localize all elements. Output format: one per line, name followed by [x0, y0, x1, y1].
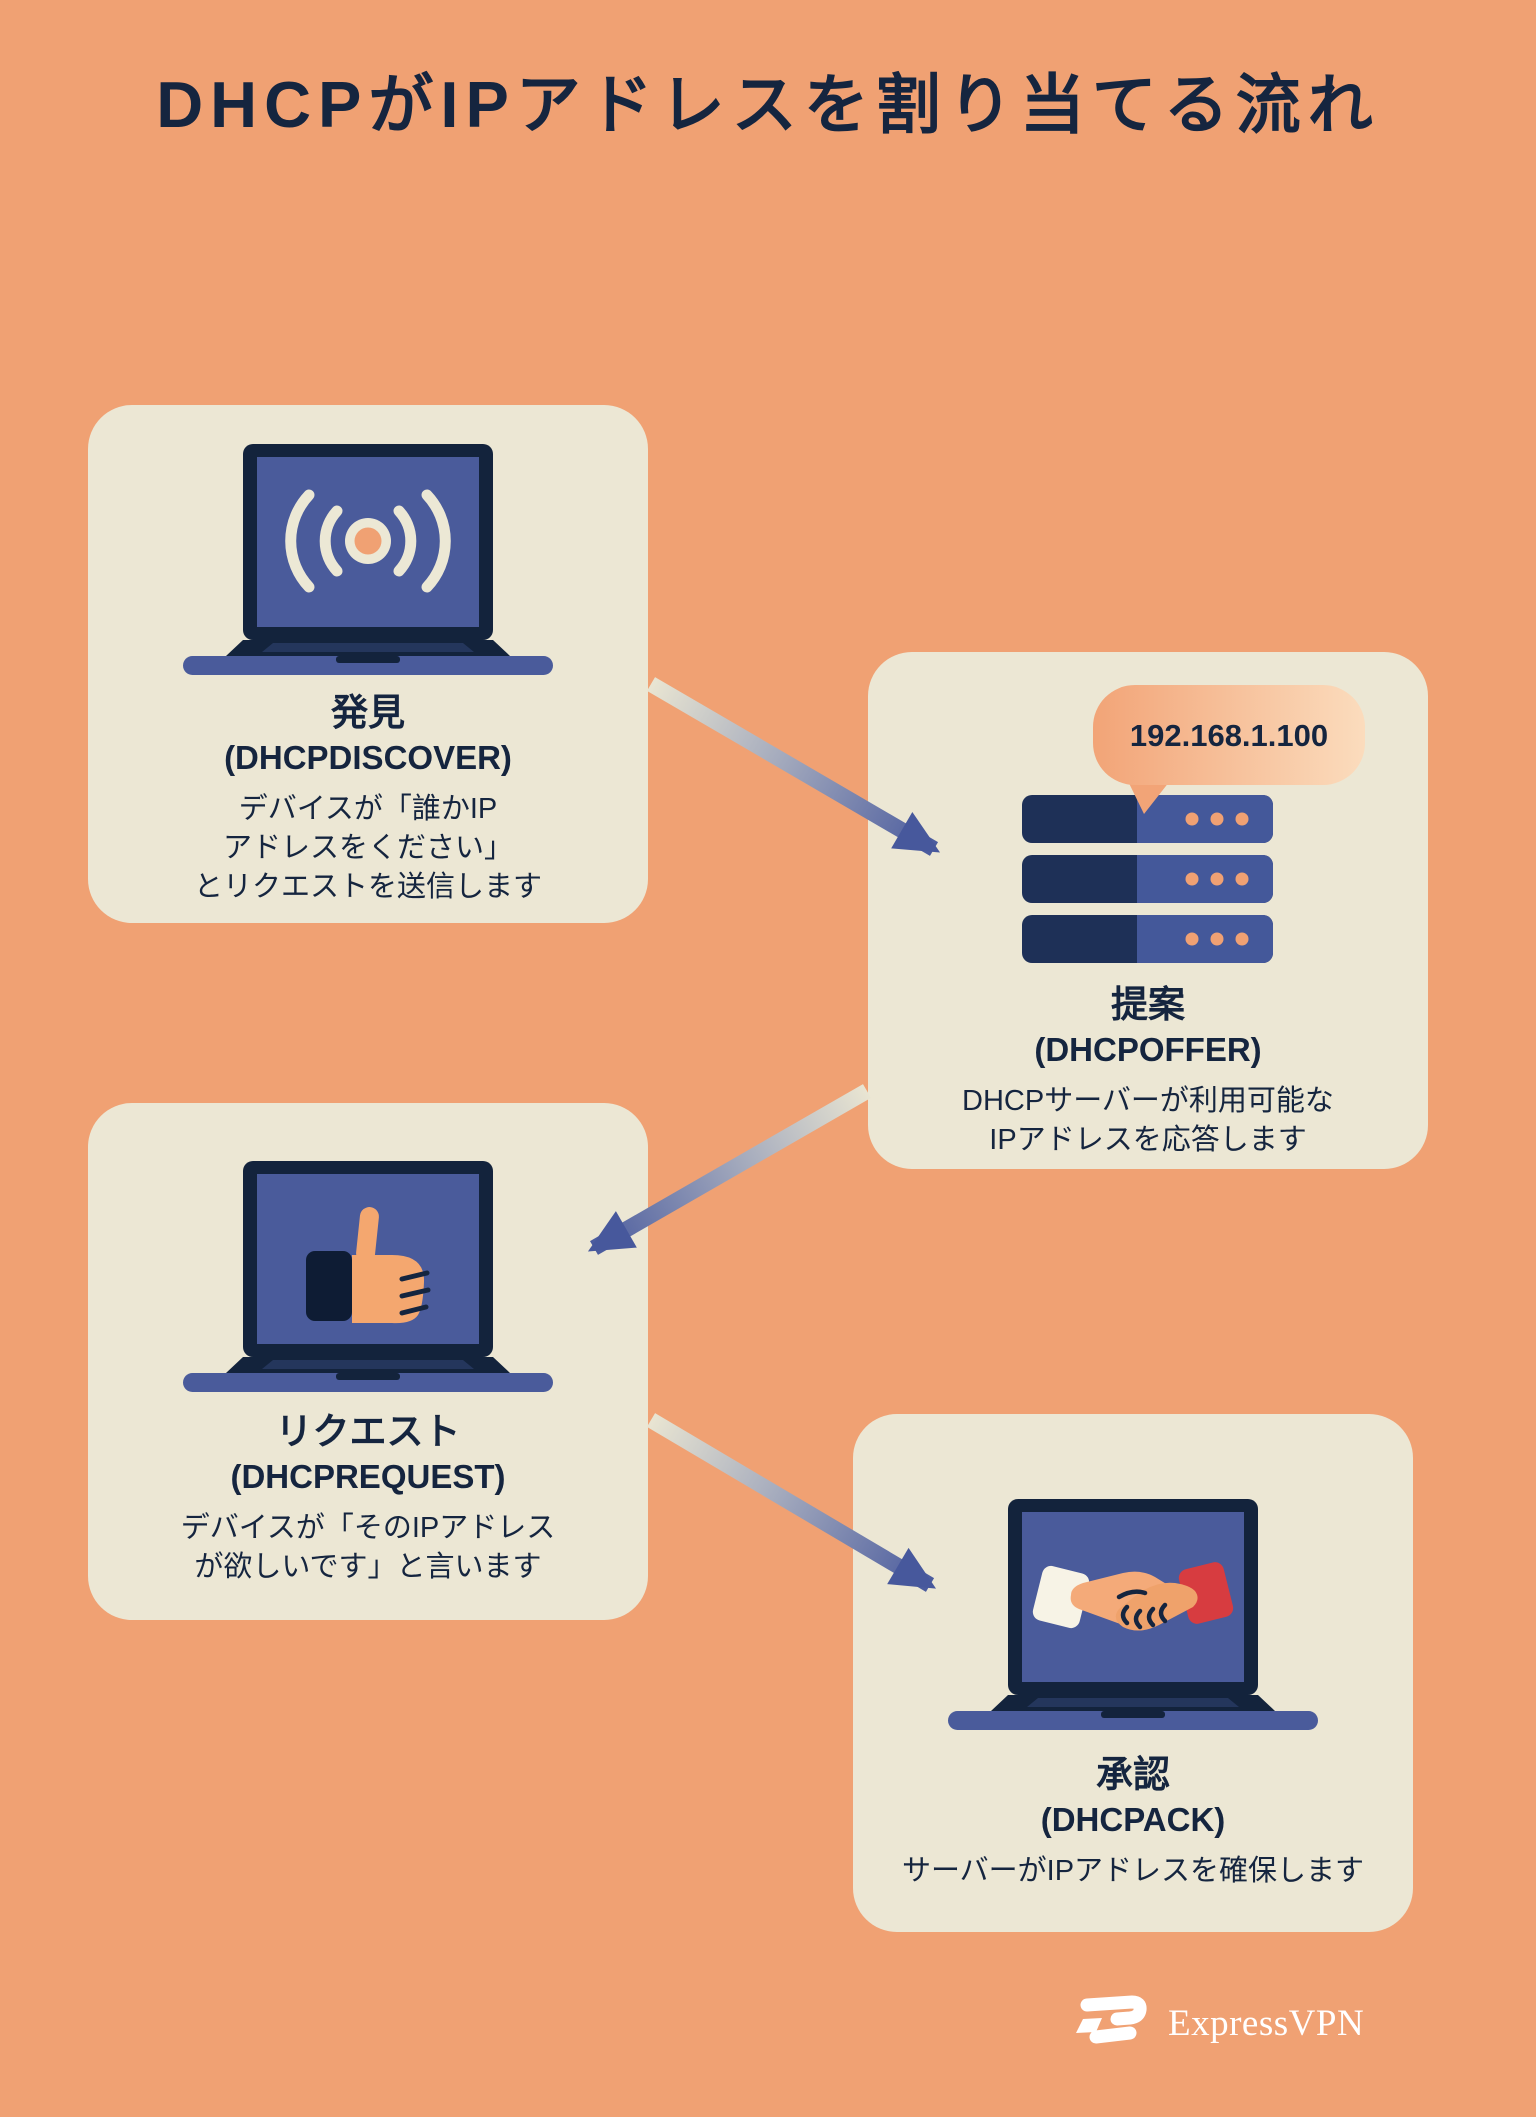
brand-name: ExpressVPN [1168, 2002, 1365, 2044]
handshake-icon [1032, 1562, 1234, 1631]
step-code: (DHCPACK) [1040, 1801, 1226, 1838]
page-title: DHCPがIPアドレスを割り当てる流れ [156, 68, 1380, 141]
step-code: (DHCPDISCOVER) [224, 739, 512, 776]
step-title: 承認 [1096, 1754, 1170, 1795]
step-text-request: リクエスト (DHCPREQUEST) デバイスが「そのIPアドレス が欲しいで… [108, 1409, 628, 1587]
step-code: (DHCPREQUEST) [230, 1458, 506, 1495]
wifi-signal-icon [285, 489, 451, 593]
dhcp-server-stack-icon: 192.168.1.100 [1022, 685, 1365, 963]
laptop-thumbs-up-icon [178, 1161, 558, 1401]
ip-speech-bubble: 192.168.1.100 [1093, 685, 1365, 814]
thumbs-up-icon [306, 1207, 431, 1324]
step-description: サーバーがIPアドレスを確保します [901, 1855, 1365, 1887]
step-title: 提案 [1111, 984, 1185, 1025]
server-rows [1022, 795, 1273, 963]
step-text-offer: 提案 (DHCPOFFER) DHCPサーバーが利用可能な IPアドレスを応答し… [888, 982, 1408, 1160]
step-title: リクエスト [275, 1411, 461, 1452]
step-description: デバイスが「そのIPアドレス が欲しいです」と言います [180, 1512, 556, 1583]
brand-footer: ExpressVPN [1072, 1993, 1364, 2053]
step-text-ack: 承認 (DHCPACK) サーバーがIPアドレスを確保します [873, 1752, 1393, 1891]
step-card-request: リクエスト (DHCPREQUEST) デバイスが「そのIPアドレス が欲しいで… [88, 1103, 648, 1620]
expressvpn-logo-icon [1076, 1995, 1147, 2044]
step-card-ack: 承認 (DHCPACK) サーバーがIPアドレスを確保します [853, 1414, 1413, 1932]
laptop-handshake-icon [943, 1499, 1323, 1739]
step-text-discover: 発見 (DHCPDISCOVER) デバイスが「誰かIP アドレスをください」 … [108, 690, 628, 907]
step-card-discover: 発見 (DHCPDISCOVER) デバイスが「誰かIP アドレスをください」 … [88, 405, 648, 923]
step-title: 発見 [331, 692, 405, 733]
step-code: (DHCPOFFER) [1034, 1031, 1262, 1068]
step-description: デバイスが「誰かIP アドレスをください」 とリクエストを送信します [193, 793, 542, 903]
laptop-wifi-broadcast-icon [178, 444, 558, 684]
step-description: DHCPサーバーが利用可能な IPアドレスを応答します [962, 1085, 1334, 1156]
step-card-offer: 192.168.1.100 提案 (DHCPOFFER) DHCPサーバーが利用… [868, 652, 1428, 1169]
bubble-ip-text: 192.168.1.100 [1130, 718, 1328, 753]
